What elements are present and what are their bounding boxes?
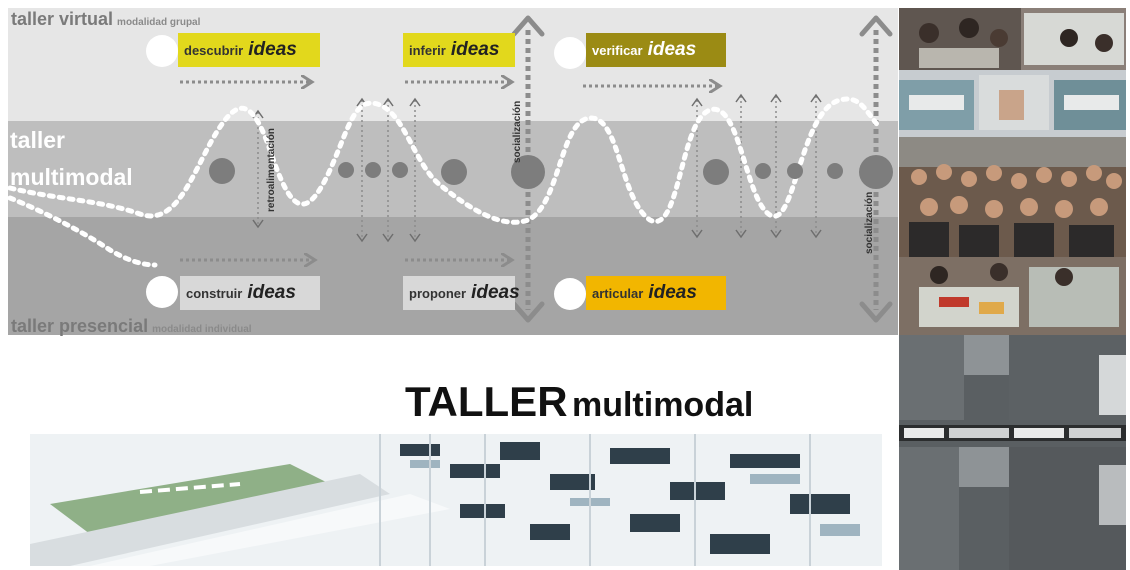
title-taller: TALLER	[405, 378, 568, 425]
socializacion-label-2: socialización	[864, 191, 875, 254]
descubrir-ideas: ideas	[248, 39, 297, 60]
architecture-render-image	[30, 434, 882, 566]
inferir-ideas: ideas	[450, 39, 500, 60]
node-4	[392, 162, 408, 178]
construir-verb: construir	[186, 285, 243, 301]
node-3	[365, 162, 381, 178]
articular-verb: articular	[592, 285, 644, 301]
construir-ideas: ideas	[247, 282, 296, 303]
inferir-verb: inferir	[409, 42, 446, 58]
presencial-subtitle: modalidad individual	[152, 324, 252, 335]
proponer-ideas: ideas	[471, 282, 520, 303]
retroalimentacion-label: retroalimentación	[266, 128, 277, 212]
node-6	[703, 159, 729, 185]
verificar-verb: verificar	[592, 42, 643, 58]
page-title: TALLER multimodal	[405, 378, 753, 426]
node-socialization-1	[511, 155, 545, 189]
articular-ideas: ideas	[648, 282, 697, 303]
construir-node	[146, 276, 178, 308]
node-1	[209, 158, 235, 184]
virtual-title: taller virtual	[11, 9, 114, 29]
title-multimodal: multimodal	[571, 386, 754, 424]
multimodal-title-line2: multimodal	[10, 164, 133, 190]
flow-diagram	[7, 15, 893, 323]
node-9	[827, 163, 843, 179]
node-5	[441, 159, 467, 185]
verificar-node	[554, 37, 586, 69]
descubrir-verb: descubrir	[184, 42, 244, 58]
socializacion-label-1: socialización	[512, 100, 523, 163]
architectural-plan-photo	[899, 335, 1126, 570]
verificar-ideas: ideas	[647, 39, 697, 60]
proponer-verb: proponer	[409, 285, 467, 301]
entry-wave	[7, 195, 158, 268]
descubrir-node	[146, 35, 178, 67]
node-socialization-2	[859, 155, 893, 189]
multimodal-title-line1: taller	[10, 127, 65, 153]
multimodal-label: taller multimodal	[10, 122, 133, 196]
node-8	[787, 163, 803, 179]
workshop-table-photo	[899, 257, 1126, 335]
virtual-subtitle: modalidad grupal	[117, 17, 201, 28]
group-photo	[899, 137, 1126, 257]
articular-node	[554, 278, 586, 310]
students-working-photo	[899, 8, 1126, 70]
node-7	[755, 163, 771, 179]
multimodal-wave	[7, 96, 883, 225]
node-2	[338, 162, 354, 178]
hands-on-models-photo	[899, 70, 1126, 137]
presencial-title: taller presencial	[11, 316, 149, 336]
